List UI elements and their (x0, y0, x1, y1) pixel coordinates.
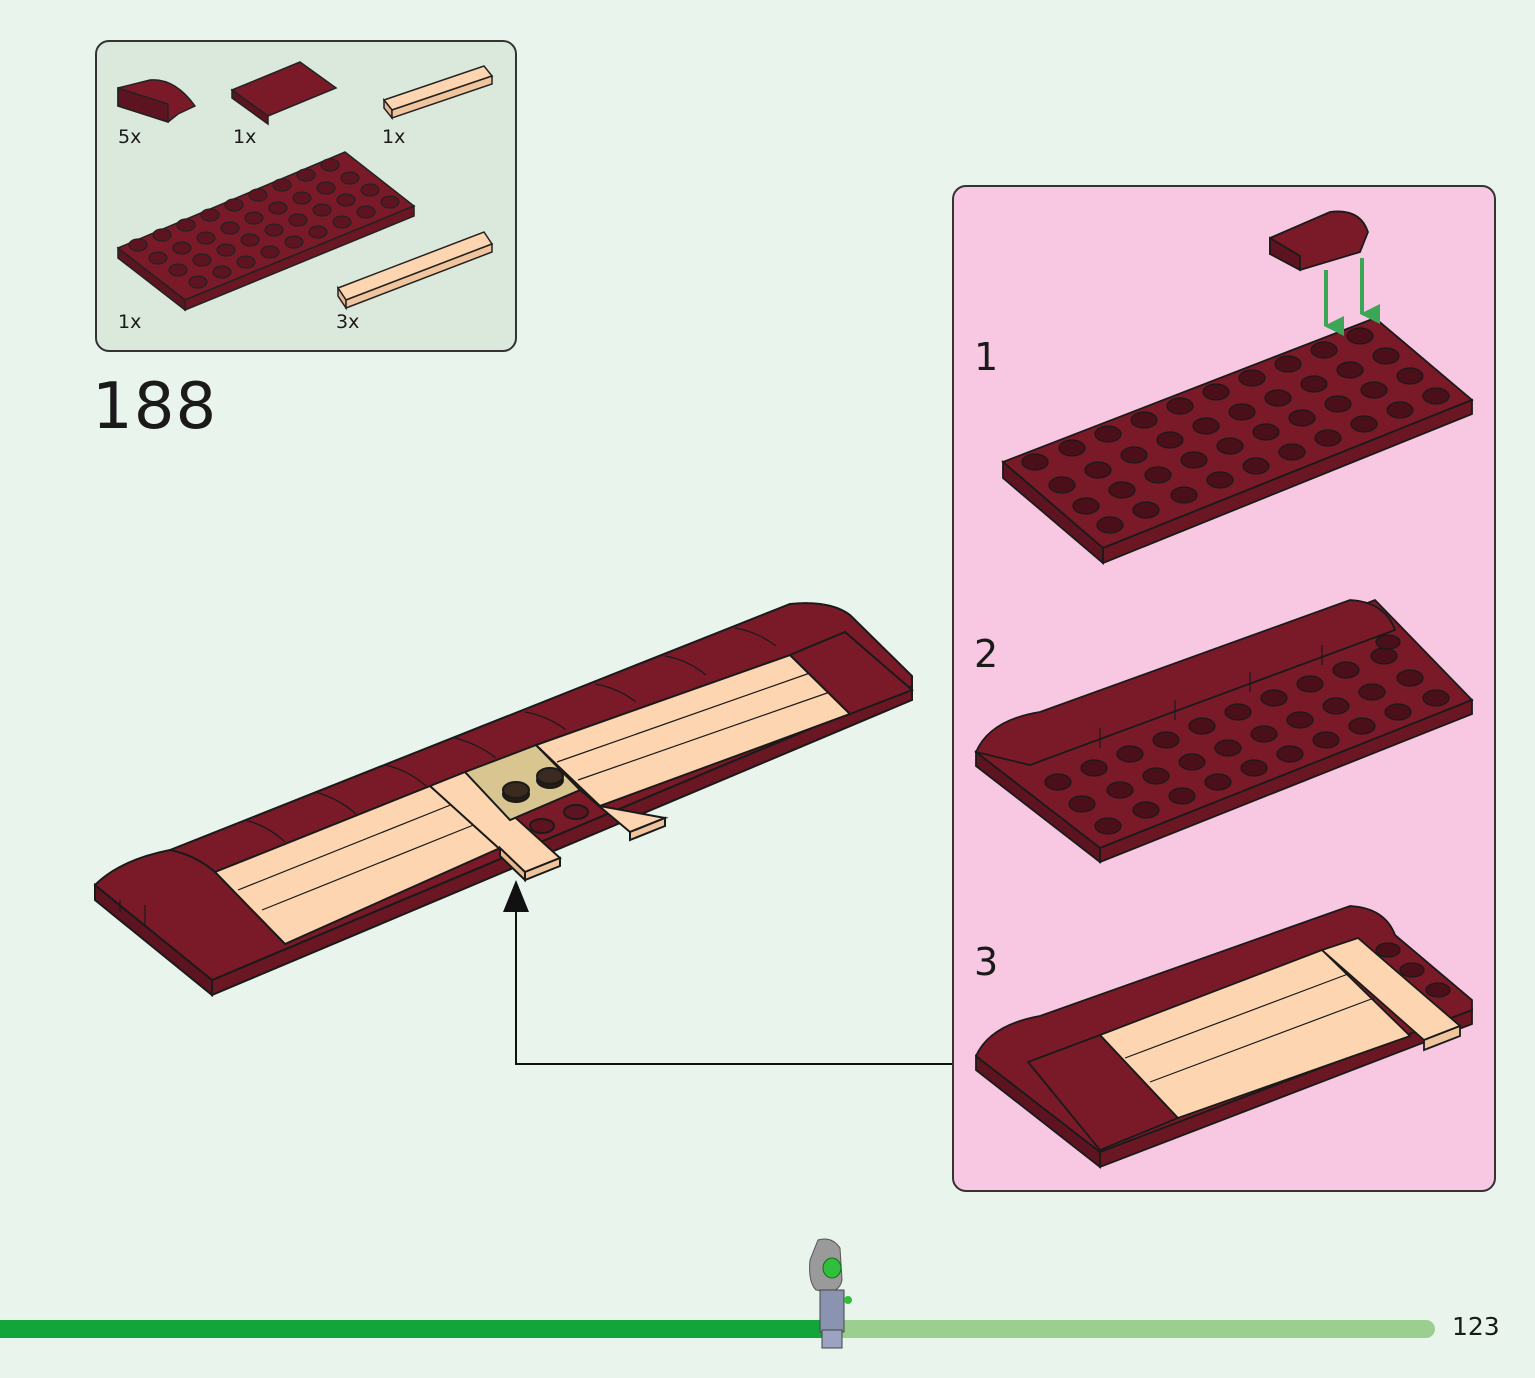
part-qty-4: 1x (118, 311, 142, 333)
page-number: 123 (1452, 1312, 1500, 1341)
part-qty-5: 3x (336, 311, 360, 333)
flat-tile-icon (230, 61, 338, 126)
substep-3-illustration (974, 905, 1473, 1169)
long-tile-icon (382, 65, 494, 121)
substep-number-3: 3 (974, 940, 999, 984)
substep-2-illustration (974, 598, 1474, 864)
progress-fill (0, 1320, 832, 1338)
step-number: 188 (92, 370, 218, 444)
plate-4x12-icon (116, 151, 416, 312)
part-qty-3: 1x (382, 126, 406, 148)
main-assembly-illustration (93, 602, 914, 998)
curved-slope-tile-icon (117, 79, 197, 124)
minifigure-progress-marker (809, 1238, 852, 1349)
substep-number-2: 2 (974, 632, 999, 676)
long-tile-icon (336, 231, 494, 311)
callout-arrow (503, 880, 952, 1065)
progress-bar (0, 1320, 1435, 1338)
part-qty-1: 5x (118, 126, 142, 148)
substep-1-illustration (1001, 210, 1474, 565)
part-qty-2: 1x (233, 126, 257, 148)
substep-number-1: 1 (974, 335, 999, 379)
